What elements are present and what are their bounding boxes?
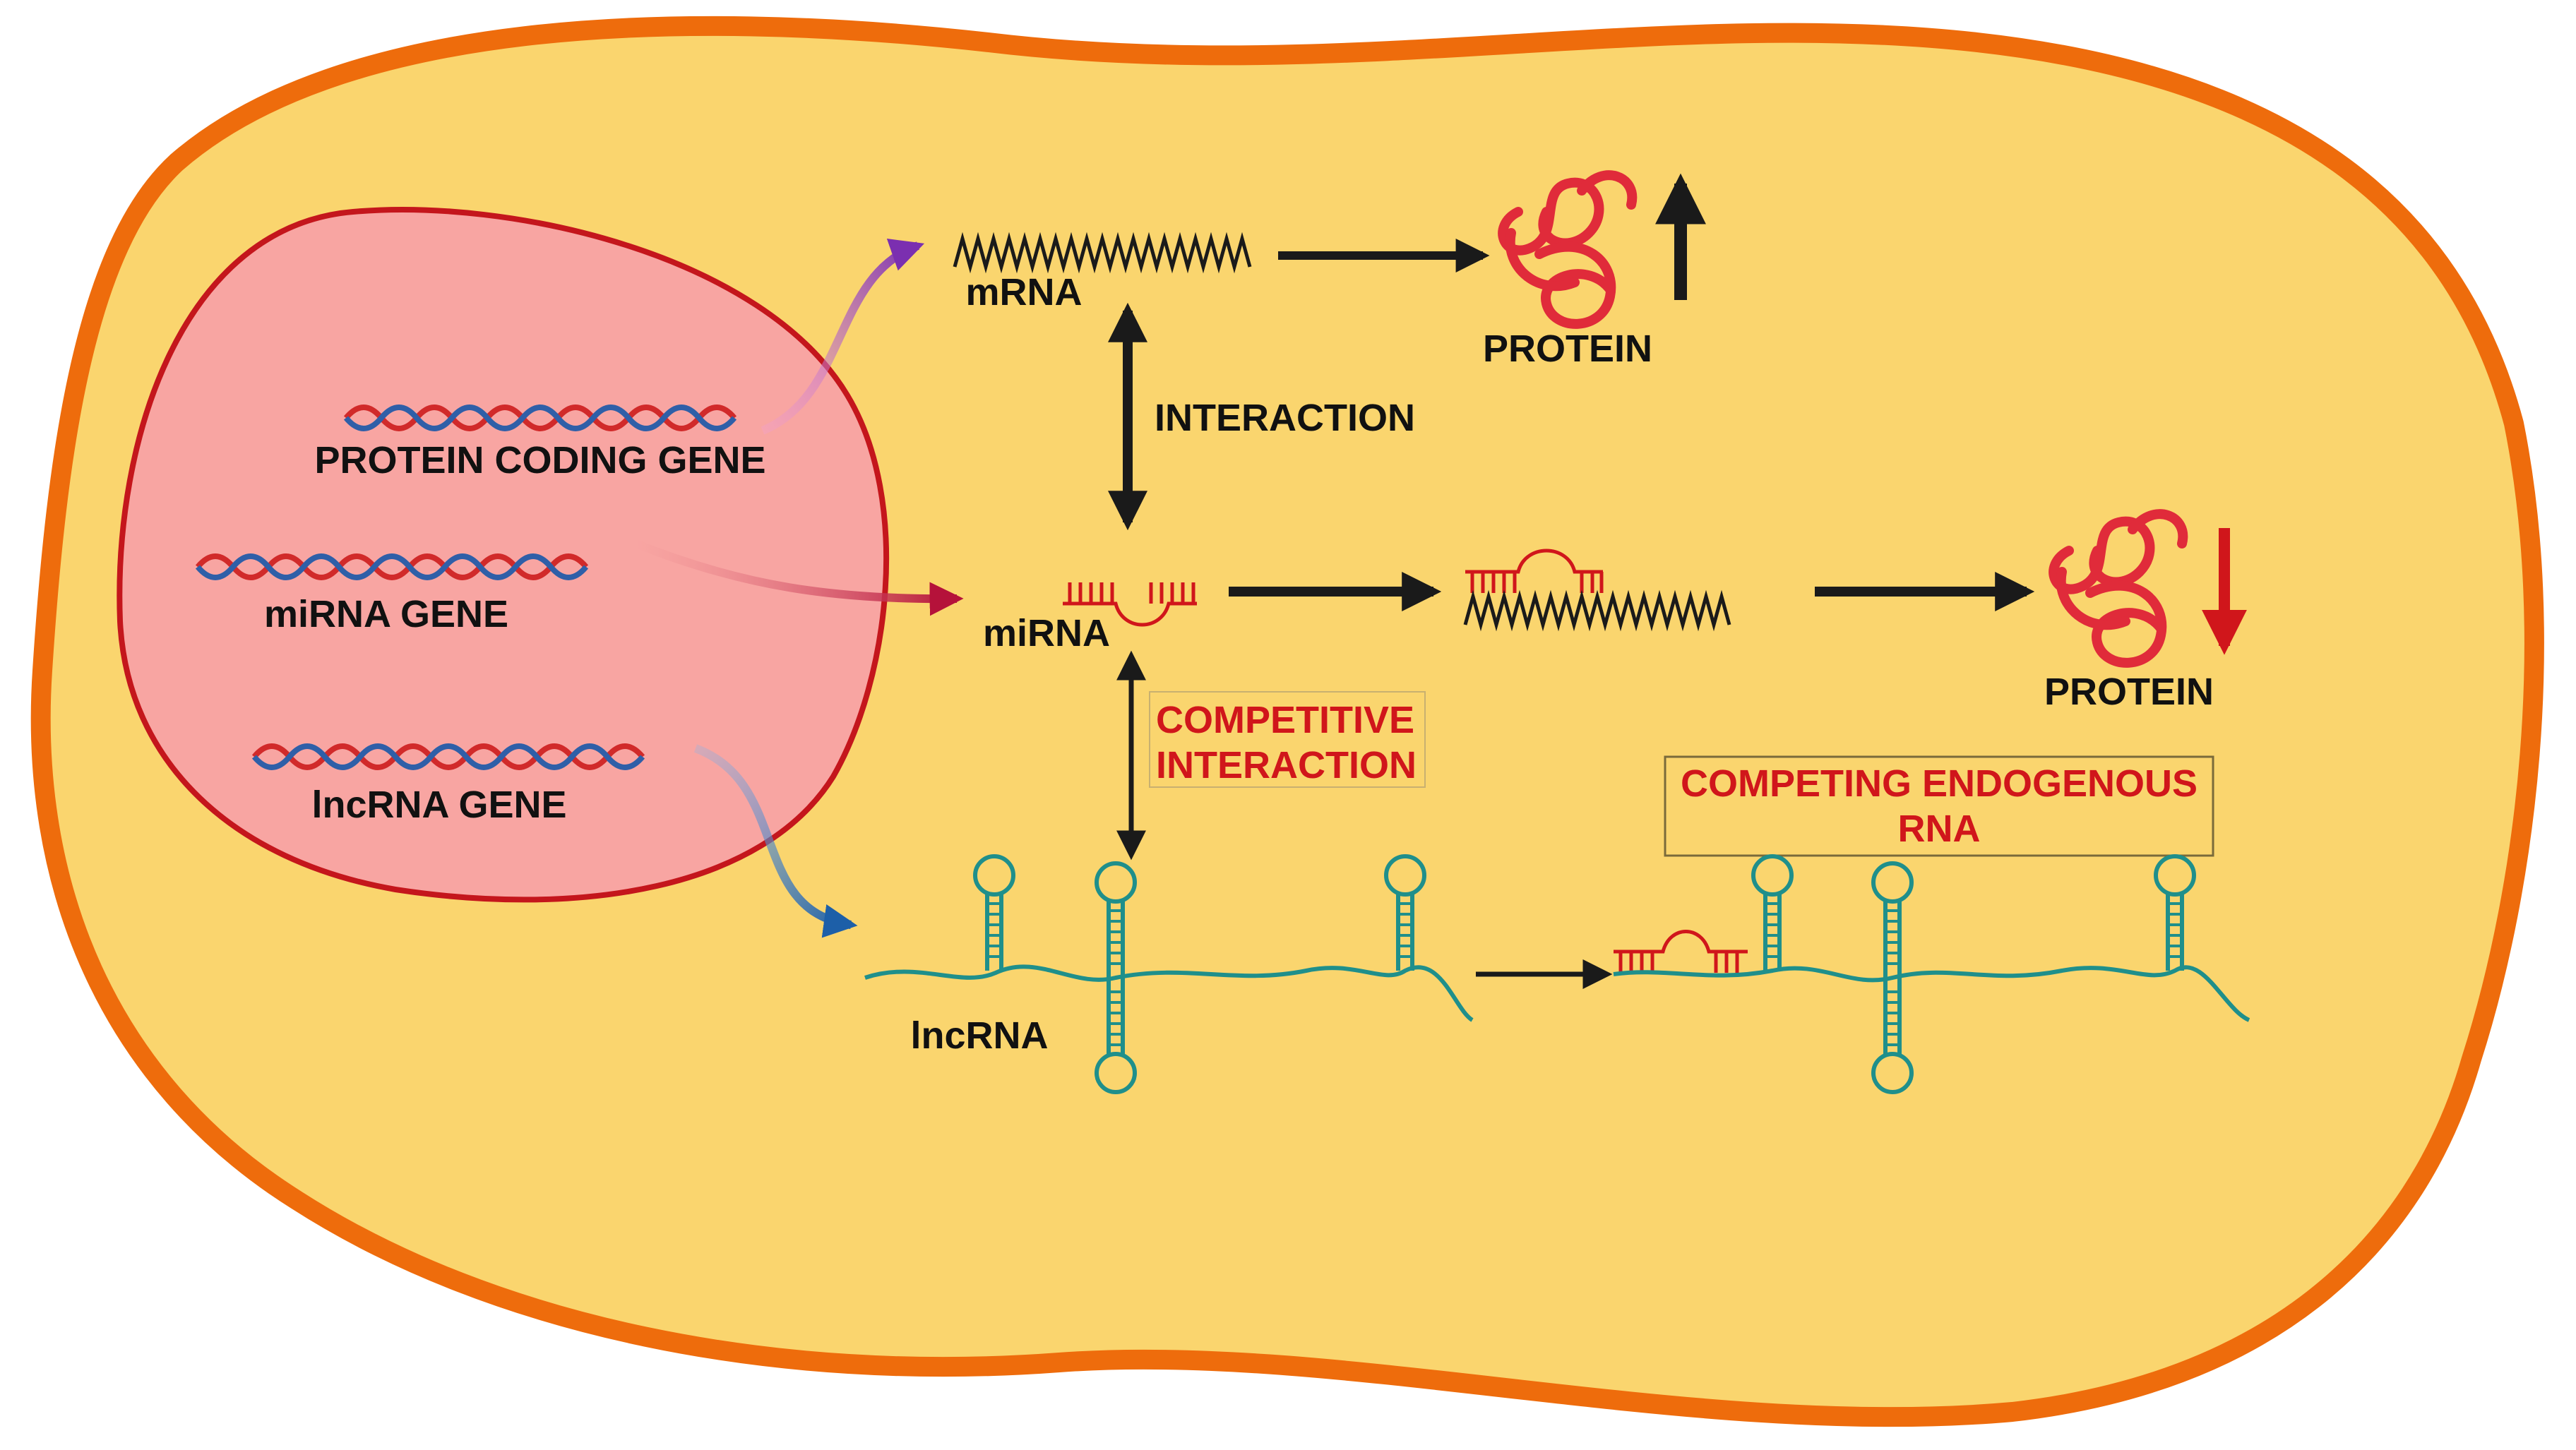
mirna-mrna-complex bbox=[1463, 549, 1731, 632]
export-arrow-lncrna bbox=[693, 744, 858, 938]
cerna-box bbox=[1664, 755, 2214, 857]
cerna-lncrna-mirna-complex bbox=[1613, 856, 2250, 1092]
mirna-strand bbox=[1063, 582, 1197, 627]
protein-mid-label: PROTEIN bbox=[2044, 671, 2214, 713]
competitive-interaction-line2: INTERACTION bbox=[1156, 744, 1417, 786]
dna-helix-protein-coding bbox=[343, 405, 737, 431]
protein-mid-icon bbox=[2049, 509, 2188, 668]
interaction-label: INTERACTION bbox=[1155, 397, 1415, 439]
competitive-interaction-box bbox=[1149, 691, 1426, 788]
gene-label-protein-coding: PROTEIN CODING GENE bbox=[314, 439, 765, 481]
mrna-label: mRNA bbox=[965, 271, 1082, 313]
dna-helix-mirna bbox=[195, 553, 589, 580]
protein-top-label: PROTEIN bbox=[1483, 328, 1652, 370]
mrna-strand bbox=[953, 232, 1252, 274]
protein-top-icon bbox=[1498, 170, 1638, 329]
competitive-interaction-line1: COMPETITIVE bbox=[1156, 699, 1414, 741]
export-arrow-mirna bbox=[633, 539, 964, 616]
lncrna-strand bbox=[864, 856, 1474, 1092]
cerna-label-line1: COMPETING ENDOGENOUS bbox=[1681, 762, 2198, 805]
mirna-label: miRNA bbox=[983, 612, 1110, 654]
cerna-label-line2: RNA bbox=[1898, 808, 1981, 850]
dna-helix-lncrna bbox=[251, 743, 645, 770]
gene-label-mirna: miRNA GENE bbox=[264, 593, 508, 635]
gene-label-lncrna: lncRNA GENE bbox=[311, 784, 566, 826]
lncrna-label: lncRNA bbox=[910, 1014, 1048, 1057]
export-arrow-mrna bbox=[761, 239, 925, 435]
